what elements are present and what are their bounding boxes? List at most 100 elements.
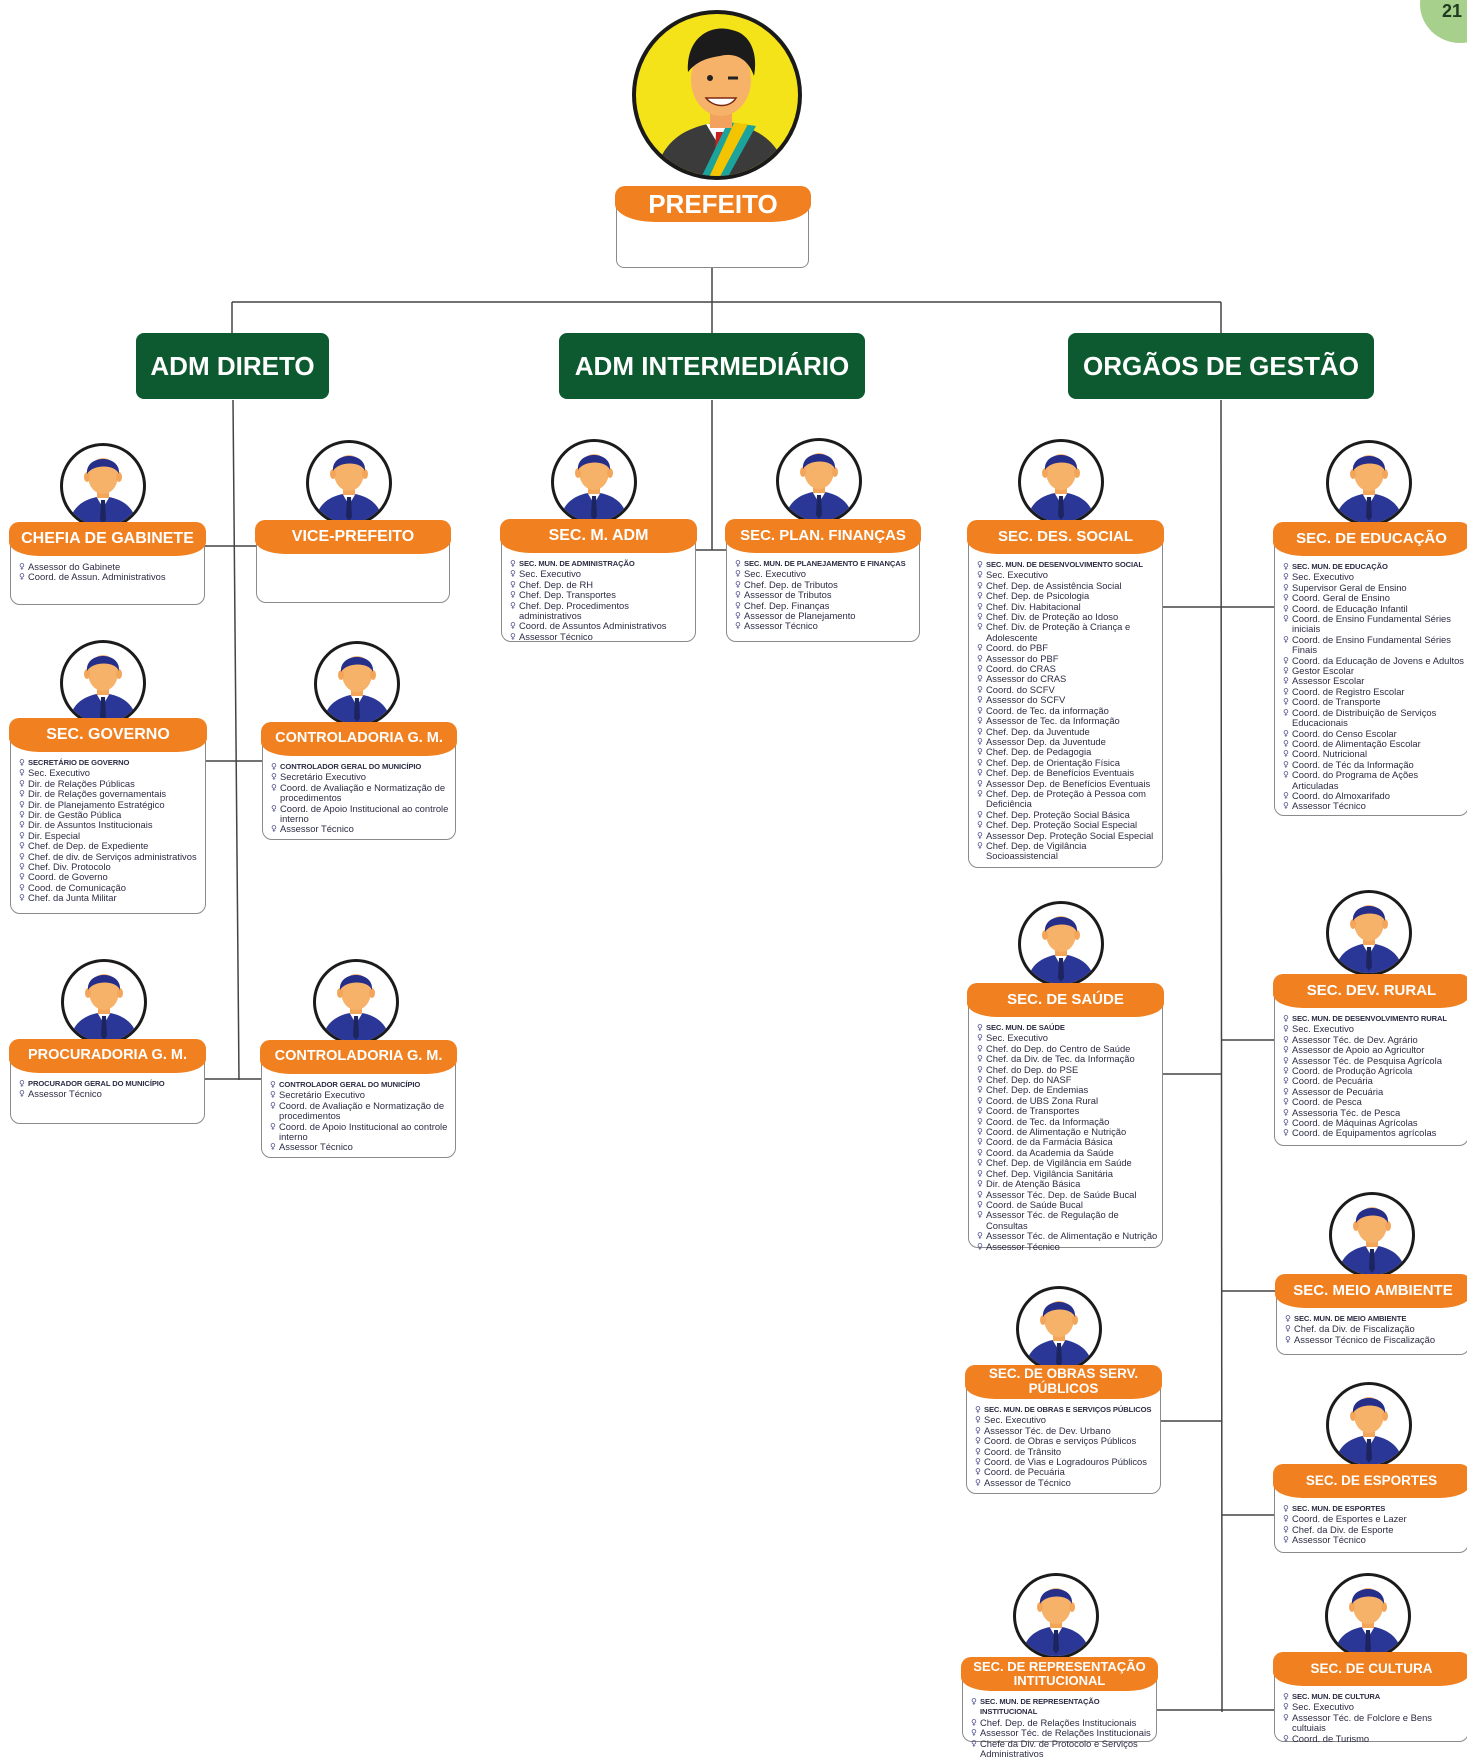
department-role-list: SEC. MUN. DE ADMINISTRAÇÃOSec. Executivo… xyxy=(510,559,691,643)
role-item: PROCURADOR GERAL DO MUNICÍPIO xyxy=(19,1079,200,1090)
role-item: Coord. de Turismo xyxy=(1283,1733,1464,1745)
department-role-list: SEC. MUN. DE SAÚDESec. ExecutivoChef. do… xyxy=(977,1023,1158,1252)
role-item: Dir. de Gestão Pública xyxy=(19,809,201,821)
vice-prefeito-1-avatar-icon xyxy=(306,440,392,526)
controladoria-g-m-3-avatar-icon xyxy=(314,641,400,727)
role-item: SEC. MUN. DE MEIO AMBIENTE xyxy=(1285,1314,1465,1325)
role-item: Assessor Téc. de Relações Institucionais xyxy=(971,1727,1152,1739)
role-item: Chef. Dep. de Tributos xyxy=(735,579,915,591)
mayor-avatar xyxy=(632,10,802,180)
role-item: Chef. da Junta Militar xyxy=(19,892,201,904)
role-item: Coord. de Obras e serviços Públicos xyxy=(975,1435,1156,1447)
role-item: Coord. de Téc da Informação xyxy=(1283,759,1464,771)
sec-de-saude-10-avatar-icon xyxy=(1018,901,1104,987)
role-item: Chef. Div. de Proteção à Criança e Adole… xyxy=(977,622,1158,643)
department-title: SEC. PLAN. FINANÇAS xyxy=(725,519,921,553)
role-item: Sec. Executivo xyxy=(510,568,691,580)
role-item: SEC. MUN. DE PLANEJAMENTO E FINANÇAS xyxy=(735,559,915,570)
department-card-chefia-de-gabinete-0: CHEFIA DE GABINETEAssessor do GabineteCo… xyxy=(9,522,206,605)
role-item: Coord. de Distribuição de Serviços Educa… xyxy=(1283,707,1464,729)
sec-plan-financas-7-avatar-icon xyxy=(776,438,862,524)
role-item: Assessor Técnico de Fiscalização xyxy=(1285,1334,1465,1346)
sec-des-social-8-avatar-icon xyxy=(1018,439,1104,525)
role-item: Chef. Dep. de RH xyxy=(510,579,691,591)
role-item: Chef. Dep. da Juventude xyxy=(977,726,1158,738)
role-item: Assessor Téc. de Regulação de Consultas xyxy=(977,1210,1158,1231)
role-item: Chef. Dep. Transportes xyxy=(510,589,691,601)
role-item: Assessor Escolar xyxy=(1283,676,1464,688)
department-title: SEC. DE ESPORTES xyxy=(1273,1464,1467,1498)
department-title: SEC. GOVERNO xyxy=(9,718,207,752)
role-item: Gestor Escolar xyxy=(1283,665,1464,677)
role-item: Chef. Dep. de Orientação Física xyxy=(977,757,1158,769)
role-item: Coord. de Tec. da informação xyxy=(977,705,1158,717)
role-item: Coord. de Registro Escolar xyxy=(1283,686,1464,698)
role-item: Sec. Executivo xyxy=(977,569,1158,581)
sec-de-educacao-9-avatar-icon xyxy=(1326,440,1412,526)
sec-de-obras-serv-publicos-13-avatar-icon xyxy=(1016,1286,1102,1372)
department-title: SEC. DES. SOCIAL xyxy=(967,520,1164,554)
role-item: Chef. Dep. de Vigilância Socioassistenci… xyxy=(977,840,1158,862)
role-item: Sec. Executivo xyxy=(1283,1701,1464,1713)
role-item: Coord. de Produção Agrícola xyxy=(1283,1065,1464,1077)
role-item: Sec. Executivo xyxy=(19,767,201,779)
role-item: Coord. de Governo xyxy=(19,872,201,884)
role-item: Coord. de Avaliação e Normatização de pr… xyxy=(271,782,451,804)
role-item: Assessor de Pecuária xyxy=(1283,1086,1464,1098)
sec-de-esportes-14-avatar-icon xyxy=(1326,1382,1412,1468)
department-role-list: SEC. MUN. DE DESENVOLVIMENTO SOCIALSec. … xyxy=(977,560,1158,862)
department-role-list: SEC. MUN. DE REPRESENTAÇÃO INSTITUCIONAL… xyxy=(971,1697,1152,1759)
chefia-de-gabinete-0-avatar-icon xyxy=(60,443,146,529)
department-title: CHEFIA DE GABINETE xyxy=(9,522,206,556)
department-card-sec-de-esportes-14: SEC. DE ESPORTES SEC. MUN. DE ESPORTESCoo… xyxy=(1273,1464,1467,1553)
department-title: CONTROLADORIA G. M. xyxy=(261,722,457,756)
role-item: Assessor Téc. de Dev. Agrário xyxy=(1283,1034,1464,1046)
role-item: Coord. de Transporte xyxy=(1283,696,1464,708)
role-item: Coord. de da Farmácia Básica xyxy=(977,1137,1158,1149)
role-item: Coord. de Equipamentos agrícolas xyxy=(1283,1128,1464,1140)
role-item: Coord. do SCFV xyxy=(977,684,1158,696)
role-item: Chef. Dep. de Psicologia xyxy=(977,590,1158,602)
role-item: Coord. do Programa de Ações Articuladas xyxy=(1283,769,1464,791)
department-card-sec-meio-ambiente-12: SEC. MEIO AMBIENTESEC. MUN. DE MEIO AMBI… xyxy=(1275,1274,1467,1355)
role-item: Chef. Div. de Proteção ao Idoso xyxy=(977,611,1158,623)
role-item: Coord. Nutricional xyxy=(1283,748,1464,760)
group-adm-intermediario: ADM INTERMEDIÁRIO xyxy=(559,333,865,399)
page-number-badge: 21 xyxy=(1420,0,1467,43)
role-item: Chef. da Div. de Tec. da Informação xyxy=(977,1053,1158,1065)
role-item: SEC. MUN. DE CULTURA xyxy=(1283,1692,1464,1703)
role-item: Coord. de Pecuária xyxy=(1283,1076,1464,1088)
role-item: Coord. de Trânsito xyxy=(975,1446,1156,1458)
role-item: Chef. do Dep. do Centro de Saúde xyxy=(977,1043,1158,1055)
role-item: Sec. Executivo xyxy=(977,1032,1158,1044)
role-item: Chef. Dep. de Benefícios Eventuais xyxy=(977,767,1158,779)
department-title: SEC. DE REPRESENTAÇÃO INTITUCIONAL xyxy=(961,1657,1158,1691)
role-item: Coord. de Pesca xyxy=(1283,1096,1464,1108)
role-item: Dir. de Planejamento Estratégico xyxy=(19,799,201,811)
department-title: CONTROLADORIA G. M. xyxy=(260,1040,457,1074)
role-item: Chef. Dep. Proteção Social Básica xyxy=(977,809,1158,821)
role-item: Assessor Téc. de Alimentação e Nutrição xyxy=(977,1230,1158,1242)
department-role-list: SEC. MUN. DE CULTURASec. ExecutivoAssess… xyxy=(1283,1692,1464,1744)
department-role-list: SEC. MUN. DE EDUCAÇÃOSec. ExecutivoSuper… xyxy=(1283,562,1464,812)
role-item: Assessor do Gabinete xyxy=(19,561,200,573)
role-item: Dir. Especial xyxy=(19,830,201,842)
department-role-list: SEC. MUN. DE ESPORTESCoord. de Esportes … xyxy=(1283,1504,1464,1546)
mayor-title: PREFEITO xyxy=(615,186,811,222)
role-item: Chef. Dep. do NASF xyxy=(977,1074,1158,1086)
department-card-vice-prefeito-1: VICE-PREFEITO xyxy=(255,520,451,603)
role-item: Coord. de Transportes xyxy=(977,1105,1158,1117)
department-role-list: SEC. MUN. DE DESENVOLVIMENTO RURALSec. E… xyxy=(1283,1014,1464,1139)
role-item: Chef. Dep. de Vigilância em Saúde xyxy=(977,1157,1158,1169)
role-item: Dir. de Relações Públicas xyxy=(19,778,201,790)
department-role-list: SEC. MUN. DE MEIO AMBIENTEChef. da Div. … xyxy=(1285,1314,1465,1346)
role-item: Coord. de Apoio Institucional ao control… xyxy=(270,1121,451,1143)
role-item: Coord. de Vias e Logradouros Públicos xyxy=(975,1456,1156,1468)
role-item: Chef. Dep. de Relações Institucionais xyxy=(971,1717,1152,1729)
role-item: Assessor Téc. de Dev. Urbano xyxy=(975,1425,1156,1437)
role-item: Chef. Dep. de Pedagogia xyxy=(977,746,1158,758)
role-item: Chef. Dep. de Endemias xyxy=(977,1085,1158,1097)
role-item: Chef. da Div. de Fiscalização xyxy=(1285,1323,1465,1335)
role-item: Coord. de Ensino Fundamental Séries Fina… xyxy=(1283,634,1464,656)
